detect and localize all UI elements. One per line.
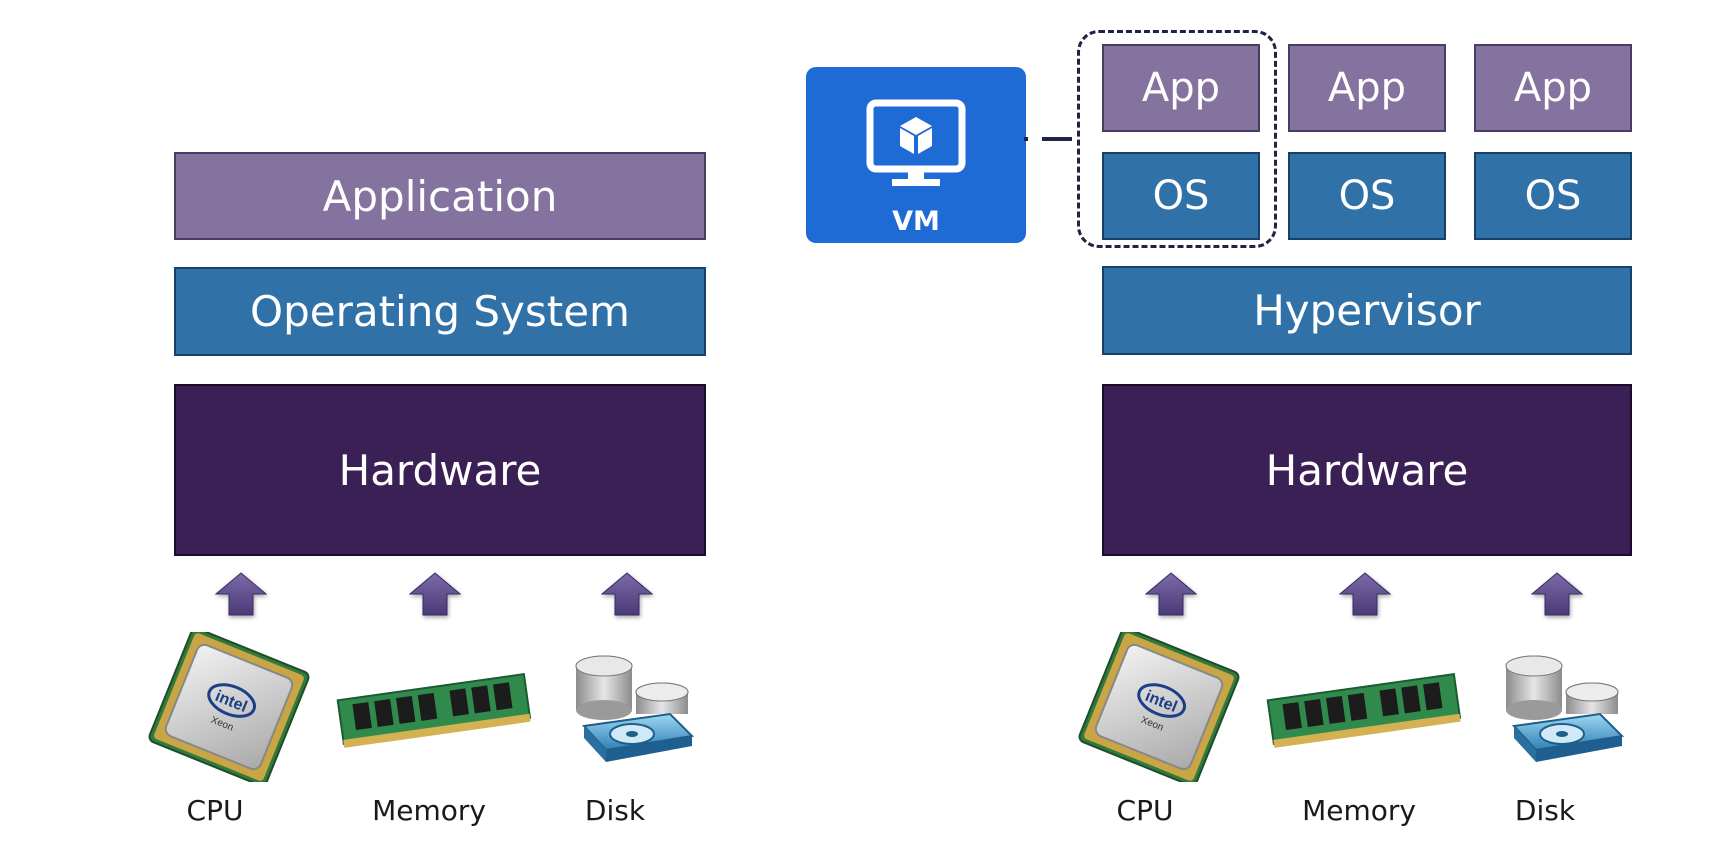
vm-tile: VM — [806, 67, 1026, 243]
up-arrow-icon — [1145, 572, 1197, 616]
cpu-chip-icon: intel Xeon — [1078, 632, 1240, 782]
app-box: App — [1102, 44, 1260, 132]
memory-module-icon — [1266, 673, 1462, 748]
cpu-label-right: CPU — [1116, 794, 1174, 827]
disk-label-right: Disk — [1514, 794, 1576, 827]
vm-boundary — [1077, 30, 1277, 248]
application-label: Application — [322, 171, 558, 221]
operating-system-label: Operating System — [250, 287, 630, 336]
app-box: App — [1474, 44, 1632, 132]
app-box: App — [1288, 44, 1446, 132]
up-arrow-icon — [1339, 572, 1391, 616]
cpu-chip-icon: intel Xeon — [148, 632, 310, 782]
vm-label: VM — [892, 206, 940, 237]
memory-label-left: Memory — [372, 794, 486, 827]
os-box: OS — [1288, 152, 1446, 240]
app-label: App — [1327, 65, 1407, 111]
vm-connector-line — [1024, 137, 1080, 141]
application-layer: Application — [174, 152, 706, 240]
up-arrow-icon — [215, 572, 267, 616]
up-arrow-icon — [601, 572, 653, 616]
os-box: OS — [1102, 152, 1260, 240]
app-label: App — [1141, 65, 1221, 111]
hypervisor-label: Hypervisor — [1253, 286, 1481, 335]
hardware-layer-left: Hardware — [174, 384, 706, 556]
os-label: OS — [1524, 173, 1582, 219]
up-arrow-icon — [409, 572, 461, 616]
disk-storage-icon — [1505, 655, 1625, 762]
hardware-label-right: Hardware — [1265, 445, 1469, 495]
disk-label-left: Disk — [584, 794, 646, 827]
os-label: OS — [1338, 173, 1396, 219]
disk-storage-icon — [575, 655, 695, 762]
hardware-layer-right: Hardware — [1102, 384, 1632, 556]
os-label: OS — [1152, 173, 1210, 219]
up-arrow-icon — [1531, 572, 1583, 616]
vm-monitor-icon — [866, 99, 966, 186]
operating-system-layer: Operating System — [174, 267, 706, 356]
hypervisor-layer: Hypervisor — [1102, 266, 1632, 355]
memory-label-right: Memory — [1302, 794, 1416, 827]
app-label: App — [1513, 65, 1593, 111]
cpu-label-left: CPU — [186, 794, 244, 827]
os-box: OS — [1474, 152, 1632, 240]
hardware-label-left: Hardware — [338, 445, 542, 495]
memory-module-icon — [336, 673, 532, 748]
